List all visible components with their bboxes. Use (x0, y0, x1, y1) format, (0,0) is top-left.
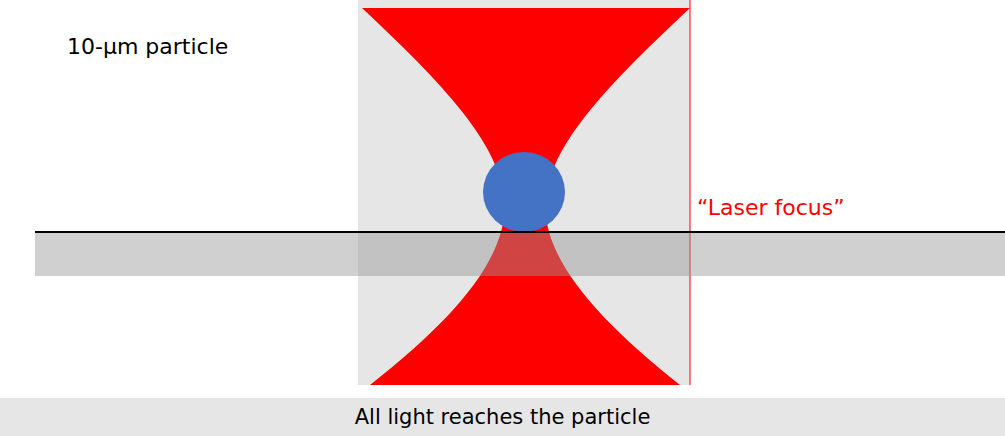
particle (483, 152, 565, 232)
focus-label: “Laser focus” (697, 195, 845, 220)
region-edge (690, 0, 691, 385)
substrate-band (35, 232, 1005, 276)
particle-label: 10-µm particle (67, 34, 228, 59)
band-text: All light reaches the particle (355, 405, 651, 429)
focus-plane-line (35, 231, 1005, 233)
laser-beam (362, 8, 690, 385)
caption-band: All light reaches the particle (0, 398, 1005, 436)
beam-region (358, 0, 690, 385)
